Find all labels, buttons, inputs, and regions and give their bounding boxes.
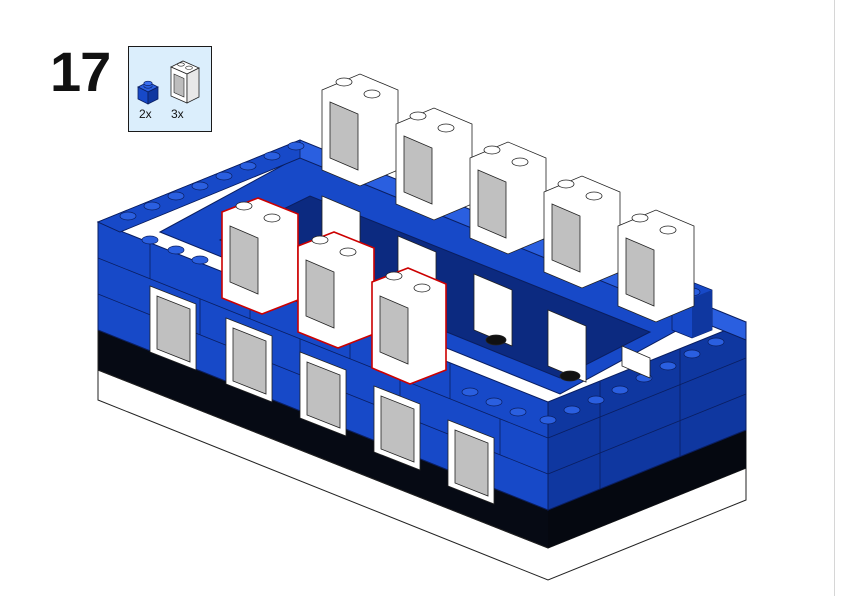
part-quantity: 3x [171,107,184,121]
white-window-frame-icon [297,231,375,349]
white-window-frame-icon [299,351,347,437]
white-window-frame-icon [221,197,299,315]
white-window-frame-icon [321,73,399,187]
page-edge-rule [834,0,835,596]
white-window-frame-icon [447,419,495,505]
part-quantity: 2x [139,107,152,121]
white-window-frame-icon [170,60,200,104]
white-window-frame-icon [617,209,695,323]
new-parts-highlight [221,197,447,385]
white-window-frame-icon [543,175,621,289]
parts-callout: 2x 3x [128,46,212,132]
step-number: 17 [50,40,111,103]
white-window-frame-icon [149,285,197,371]
blue-1x1-brick-icon [137,80,159,105]
white-window-frame-icon [469,141,547,255]
white-window-frame-icon [395,107,473,221]
white-window-frame-icon [371,267,447,385]
white-window-frame-icon [373,385,421,471]
white-window-frame-icon [225,317,273,403]
